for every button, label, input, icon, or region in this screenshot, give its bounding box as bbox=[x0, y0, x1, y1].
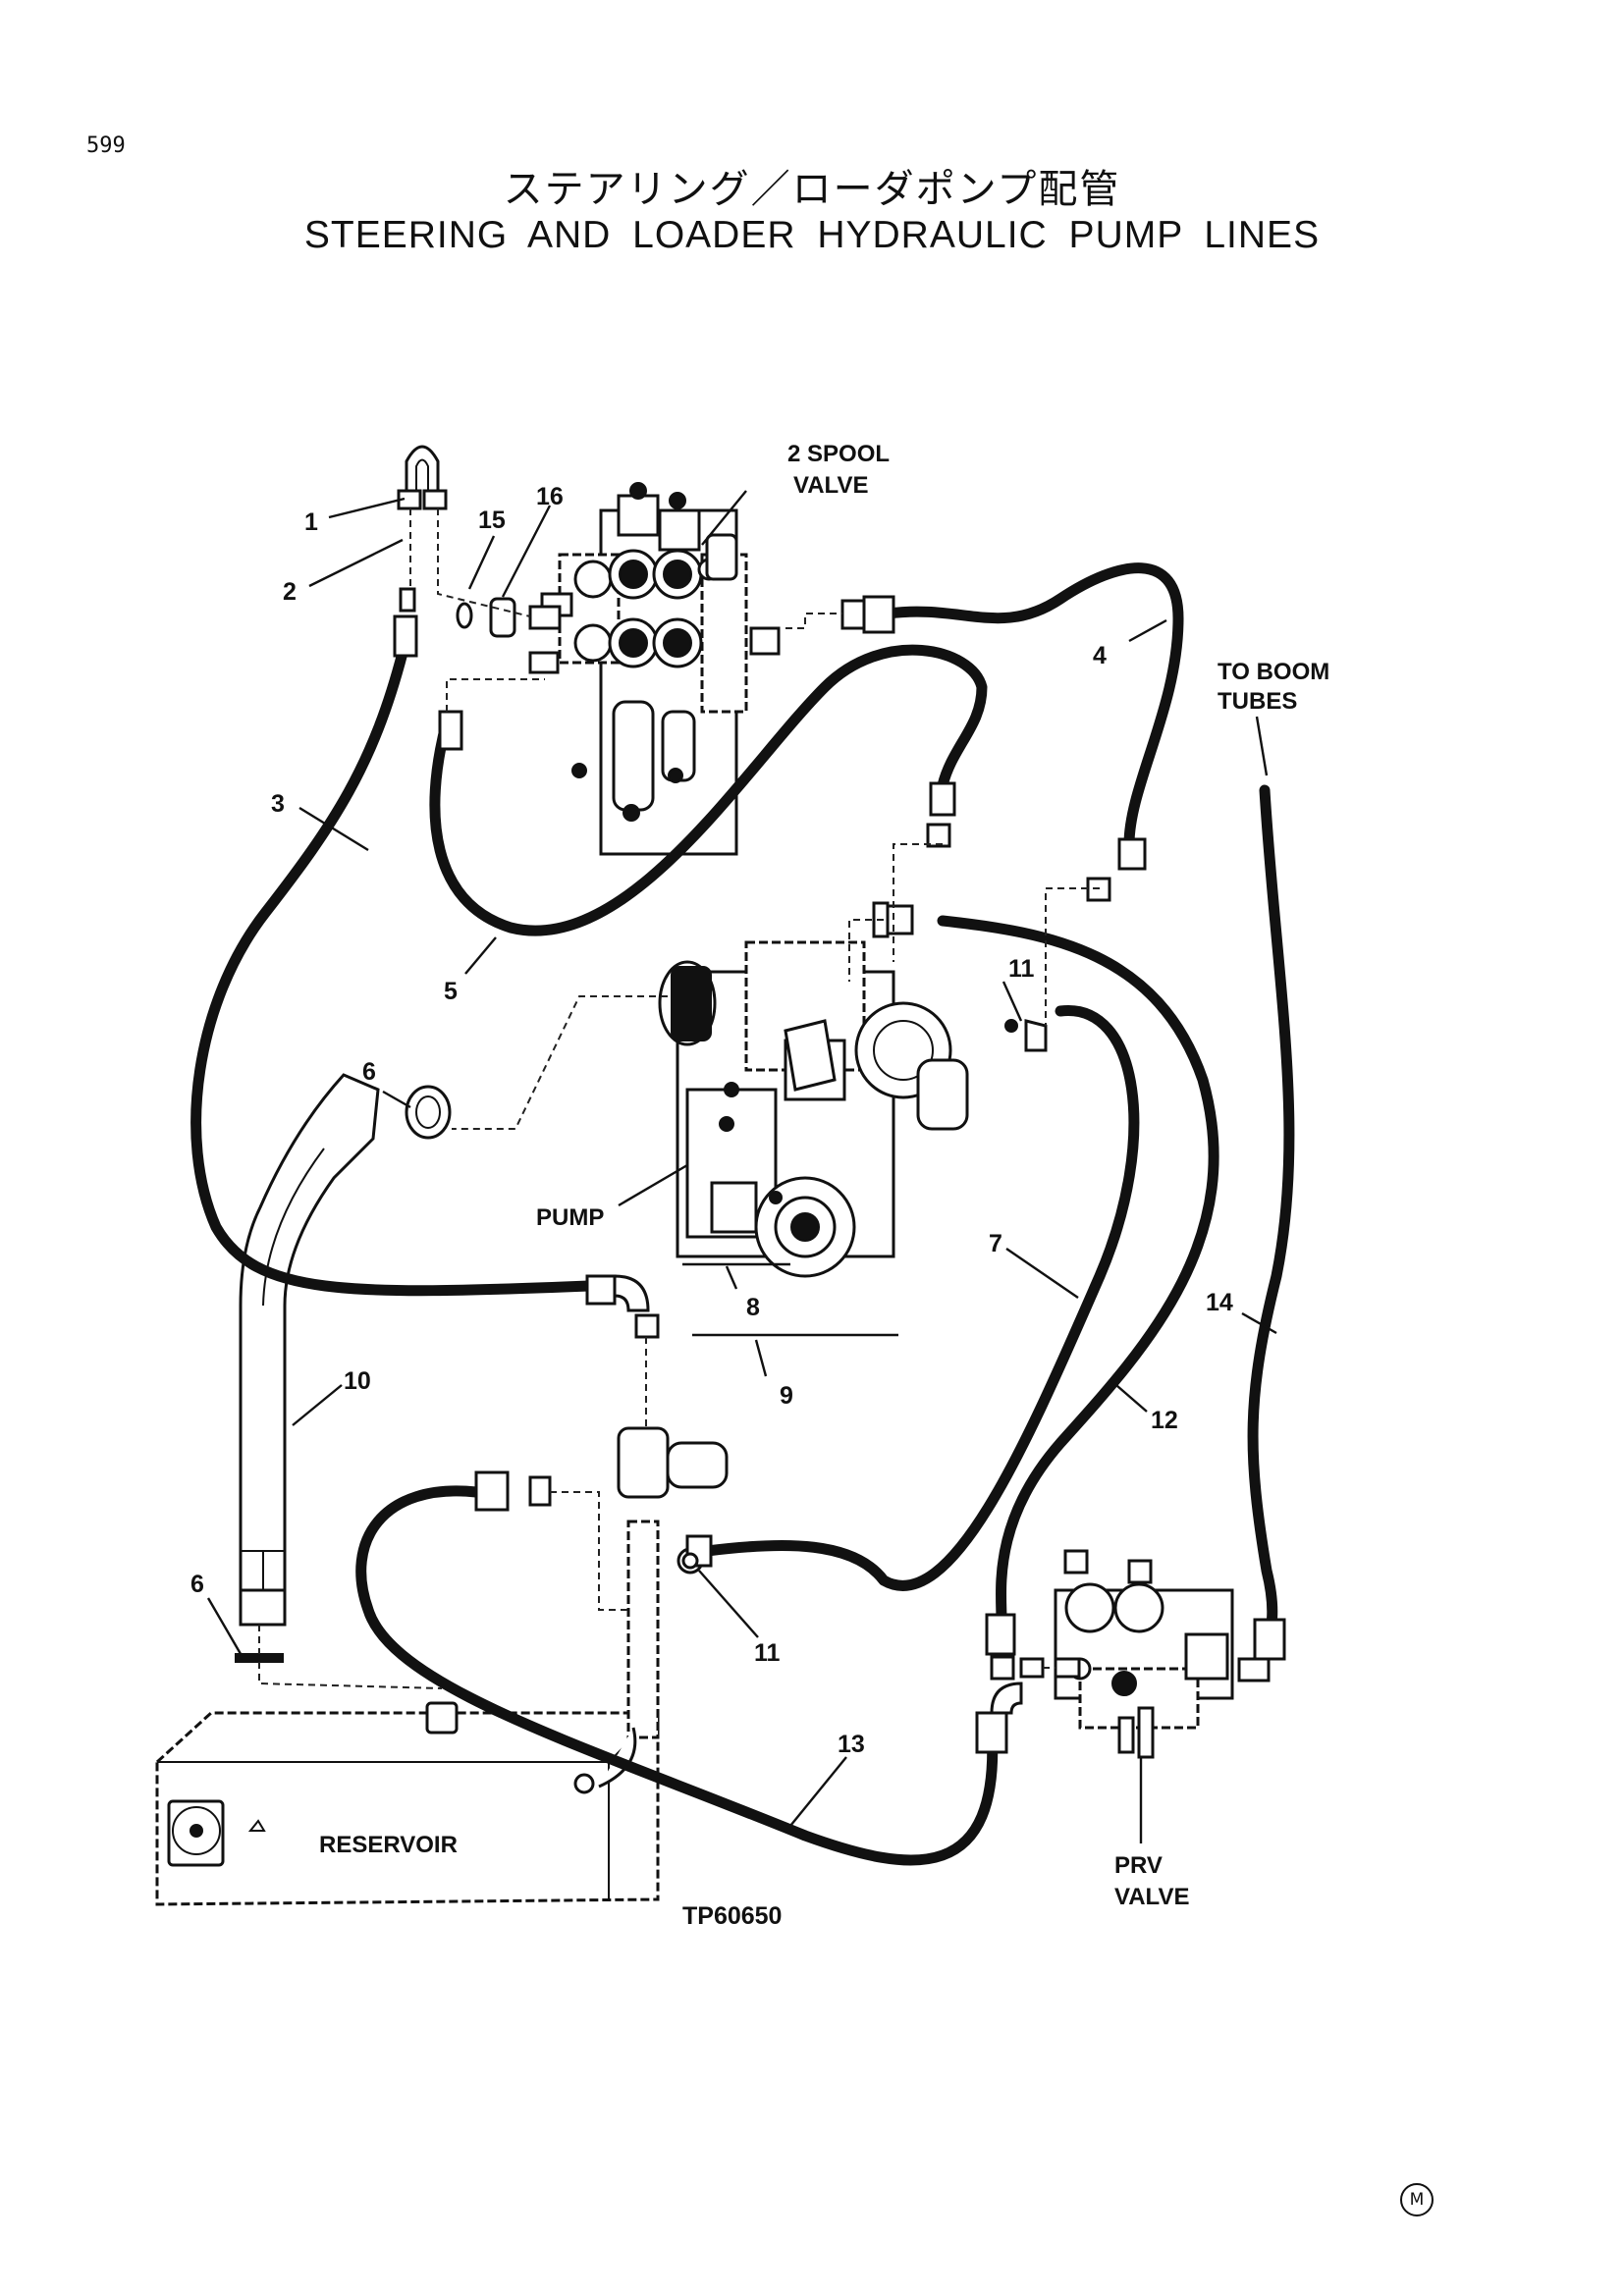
callout-10: 10 bbox=[344, 1367, 371, 1395]
fittings bbox=[393, 587, 1286, 1754]
clamps bbox=[235, 1085, 452, 1663]
callout-2: 2 bbox=[283, 578, 297, 606]
suction-tube bbox=[239, 1073, 380, 1627]
callout-4: 4 bbox=[1093, 642, 1107, 669]
reservoir bbox=[155, 1701, 660, 1906]
callout-6a: 6 bbox=[362, 1058, 376, 1086]
title-japanese: ステアリング／ローダポンプ配管 bbox=[503, 167, 1121, 212]
callout-9: 9 bbox=[780, 1382, 793, 1410]
callout-8: 8 bbox=[746, 1294, 760, 1321]
callout-16: 16 bbox=[536, 483, 564, 510]
boom-tubes-label: TO BOOM bbox=[1218, 659, 1329, 685]
prv-valve-label: PRV bbox=[1114, 1852, 1163, 1879]
callout-14: 14 bbox=[1206, 1289, 1233, 1316]
pump-label: PUMP bbox=[536, 1204, 604, 1231]
u-tube bbox=[397, 445, 448, 510]
registered-mark-icon: M bbox=[1400, 2183, 1434, 2216]
callout-7: 7 bbox=[989, 1230, 1002, 1257]
assembly-lines bbox=[258, 508, 1100, 1689]
filter-assembly bbox=[598, 1426, 729, 1789]
callout-12: 12 bbox=[1151, 1407, 1178, 1434]
callout-5: 5 bbox=[444, 978, 458, 1005]
callout-3: 3 bbox=[271, 790, 285, 818]
figure-id: TP60650 bbox=[682, 1902, 782, 1930]
boom-tubes-label-2: TUBES bbox=[1218, 688, 1297, 715]
title-english: STEERING AND LOADER HYDRAULIC PUMP LINES bbox=[303, 214, 1321, 256]
pump bbox=[658, 940, 969, 1278]
callout-13: 13 bbox=[838, 1731, 865, 1758]
callout-6b: 6 bbox=[190, 1571, 204, 1598]
callout-11b: 11 bbox=[754, 1639, 781, 1667]
leader-lines bbox=[206, 490, 1277, 1843]
hoses bbox=[190, 562, 1295, 1866]
callout-11a: 11 bbox=[1008, 955, 1035, 983]
prv-valve-label-2: VALVE bbox=[1114, 1884, 1189, 1910]
callout-15: 15 bbox=[478, 507, 506, 534]
callout-1: 1 bbox=[304, 508, 318, 536]
spool-valve-label-2: VALVE bbox=[793, 472, 868, 499]
spool-valve bbox=[528, 482, 781, 856]
prv-valve bbox=[1054, 1549, 1234, 1759]
page-number: 599 bbox=[86, 133, 126, 158]
reservoir-label: RESERVOIR bbox=[319, 1832, 458, 1858]
spool-valve-label: 2 SPOOL bbox=[787, 441, 890, 467]
small-parts bbox=[681, 1019, 1018, 1570]
